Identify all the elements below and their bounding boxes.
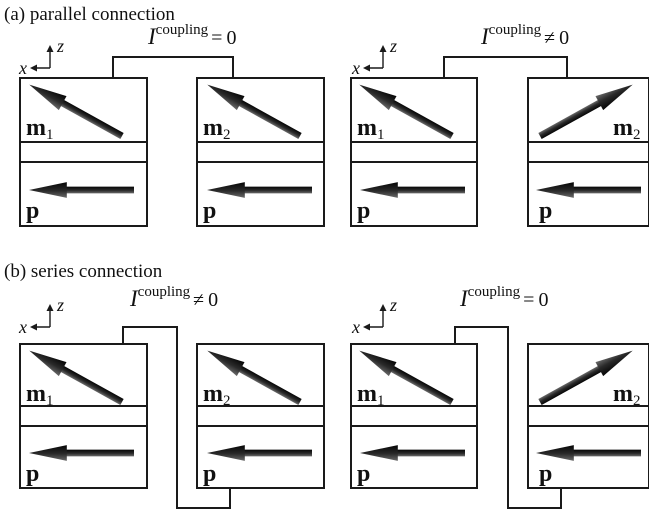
stack-2: m2 p [196,343,325,489]
m2-label: m2 [203,381,231,409]
axis-x-label: x [351,317,360,337]
coupling-wire [443,56,568,78]
p-label: p [203,461,216,487]
panel-a-right-setup: x z Icoupling≠0 m1 p m2 p [350,22,649,227]
coupling-wire [454,326,562,509]
coupling-current-label: Icoupling≠0 [480,22,569,49]
axis-z-label: z [389,36,397,56]
p-label: p [203,198,216,224]
stack-1: m1 p [19,343,148,489]
axis-x-label: x [18,317,27,337]
coupling-current-label: Icoupling=0 [459,284,548,311]
stack-2: m2 p [527,343,649,489]
axis-indicator: x z [351,295,397,337]
m1-label: m1 [357,115,385,143]
axis-z-label: z [56,295,64,315]
panel-b-heading: (b) series connection [4,261,163,282]
coupling-current-label: Icoupling≠0 [129,284,218,311]
panel-b-right-setup: x z Icoupling=0 m1 p m2 p [350,284,649,509]
m2-label: m2 [613,115,641,143]
m2-label: m2 [613,381,641,409]
relation-sign: ≠ [193,289,204,311]
panel-a-left-setup: x z Icoupling=0 m1 p m2 p [18,22,325,227]
coupling-current-label: Icoupling=0 [147,22,236,49]
stack-1: m1 p [19,77,148,227]
stack-2: m2 p [527,77,649,227]
p-label: p [357,198,370,224]
m1-label: m1 [26,381,54,409]
axis-x-label: x [18,58,27,78]
stack-1: m1 p [350,77,478,227]
axis-x-label: x [351,58,360,78]
m1-label: m1 [357,381,385,409]
coupling-wire [122,326,231,509]
stack-1: m1 p [350,343,478,489]
relation-sign: = [211,27,222,49]
p-label: p [539,198,552,224]
panel-b-left-setup: x z Icoupling≠0 m1 p m2 p [18,284,325,509]
axis-z-label: z [389,295,397,315]
p-label: p [357,461,370,487]
p-label: p [26,198,39,224]
p-label: p [539,461,552,487]
panel-a-heading: (a) parallel connection [4,4,175,25]
m2-label: m2 [203,115,231,143]
coupling-wire [112,56,234,78]
axis-indicator: x z [18,36,64,78]
axis-indicator: x z [18,295,64,337]
relation-sign: ≠ [544,27,555,49]
p-label: p [26,461,39,487]
m1-label: m1 [26,115,54,143]
relation-sign: = [523,289,534,311]
axis-z-label: z [56,36,64,56]
stack-2: m2 p [196,77,325,227]
axis-indicator: x z [351,36,397,78]
